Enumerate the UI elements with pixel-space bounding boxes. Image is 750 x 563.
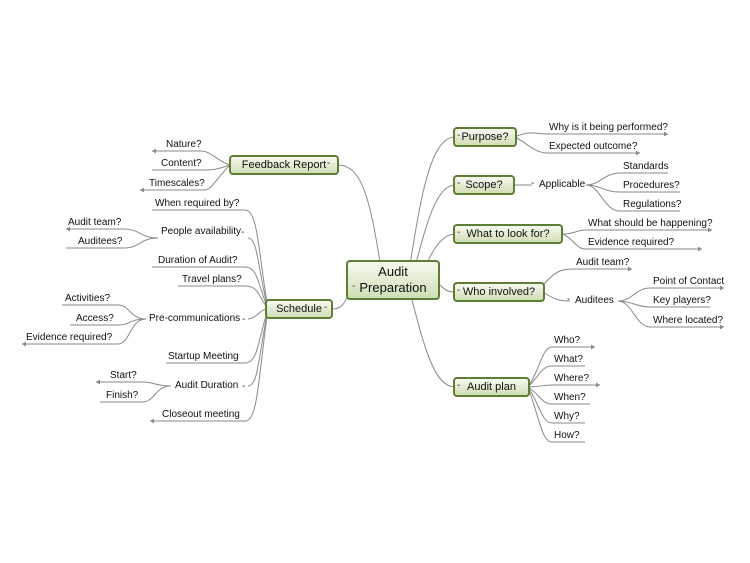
leaf-evidence-required-left[interactable]: Evidence required? [26,332,113,343]
node-audit-plan[interactable]: Audit plan [453,377,530,397]
leaf-key-players[interactable]: Key players? [653,295,711,306]
link-plan [411,299,456,388]
leaf-content[interactable]: Content? [161,158,202,169]
leaf-people-availability[interactable]: People availability [161,226,242,237]
collapse-toggle-who[interactable]: - [457,285,461,296]
collapse-toggle-what[interactable]: - [457,227,461,238]
node-scope[interactable]: Scope? [453,175,515,195]
leaf-access[interactable]: Access? [76,313,114,324]
leaf-audit-team[interactable]: Audit team? [576,257,630,268]
node-who-label: Who involved? [462,286,536,298]
leaf-where-located[interactable]: Where located? [653,315,724,326]
node-purpose-label: Purpose? [461,131,509,143]
leaf-finish[interactable]: Finish? [106,390,139,401]
leaf-what-should-happen[interactable]: What should be happening? [588,218,713,229]
central-topic[interactable]: Audit Preparation [346,260,440,300]
node-purpose[interactable]: Purpose? [453,127,517,147]
leaf-expected-outcome[interactable]: Expected outcome? [549,141,638,152]
collapse-toggle-plan[interactable]: - [457,380,461,391]
leaf-audit-duration[interactable]: Audit Duration [175,380,239,391]
leaf-applicable[interactable]: Applicable [539,179,586,190]
link-feedback [337,164,381,263]
leaf-startup-meeting[interactable]: Startup Meeting [168,351,239,362]
node-plan-label: Audit plan [467,381,516,393]
collapse-toggle-scope[interactable]: - [457,178,461,189]
leaf-timescales[interactable]: Timescales? [149,178,205,189]
leaf-evidence-required[interactable]: Evidence required? [588,237,675,248]
collapse-toggle-audit-duration[interactable]: - [242,381,246,392]
leaf-plan-why[interactable]: Why? [554,411,580,422]
central-topic-line2: Preparation [359,280,427,295]
node-scope-label: Scope? [465,179,503,191]
leaf-plan-what[interactable]: What? [554,354,583,365]
leaf-duration-of-audit[interactable]: Duration of Audit? [158,255,238,266]
leaf-nature[interactable]: Nature? [166,139,202,150]
collapse-toggle-central[interactable]: - [352,281,356,292]
leaf-plan-when[interactable]: When? [554,392,586,403]
leaf-plan-where[interactable]: Where? [554,373,590,384]
collapse-toggle-precomms[interactable]: - [242,314,246,325]
collapse-toggle-applicable[interactable]: - [531,178,535,189]
collapse-toggle-feedback[interactable]: - [327,158,331,169]
node-what-to-look-for[interactable]: What to look for? [453,224,563,244]
node-schedule-label: Schedule [276,303,322,315]
leaf-procedures[interactable]: Procedures? [623,180,680,191]
leaf-auditees[interactable]: Auditees [575,295,614,306]
central-topic-line1: Audit [378,264,408,279]
node-feedback-report[interactable]: Feedback Report [229,155,339,175]
leaf-plan-who[interactable]: Who? [554,335,581,346]
leaf-when-required[interactable]: When required by? [155,198,240,209]
leaf-point-of-contact[interactable]: Point of Contact [653,276,725,287]
node-schedule[interactable]: Schedule [265,299,333,319]
leaf-regulations[interactable]: Regulations? [623,199,682,210]
leaf-start[interactable]: Start? [110,370,137,381]
leaf-auditees-left[interactable]: Auditees? [78,236,123,247]
leaf-why-performed[interactable]: Why is it being performed? [549,122,668,133]
link-purpose [407,136,456,279]
leaf-audit-team-left[interactable]: Audit team? [68,217,122,228]
leaf-travel-plans[interactable]: Travel plans? [182,274,242,285]
node-feedback-label: Feedback Report [241,159,327,171]
leaf-pre-communications[interactable]: Pre-communications [149,313,241,324]
collapse-toggle-schedule[interactable]: - [324,302,328,313]
leaf-closeout-meeting[interactable]: Closeout meeting [162,409,240,420]
node-what-label: What to look for? [466,228,550,240]
leaf-activities[interactable]: Activities? [65,293,111,304]
leaf-plan-how[interactable]: How? [554,430,580,441]
collapse-toggle-auditees[interactable]: - [567,294,571,305]
leaf-standards[interactable]: Standards [623,161,669,172]
collapse-toggle-purpose[interactable]: - [457,130,461,141]
collapse-toggle-people[interactable]: - [241,227,245,238]
node-who-involved[interactable]: Who involved? [453,282,545,302]
